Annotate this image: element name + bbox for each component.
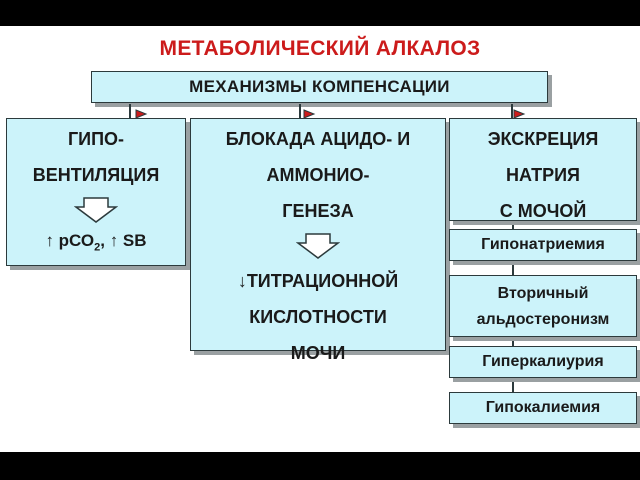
col2-line1: БЛОКАДА АЦИДО- И (225, 129, 411, 149)
col3-line3: С МОЧОЙ (499, 201, 587, 221)
arrow-marker-1 (135, 109, 148, 119)
col2-line2: АММОНИО- (266, 165, 370, 185)
r2-line1: Вторичный (497, 285, 589, 302)
col2-line6: МОЧИ (290, 343, 346, 363)
col2-line5: КИСЛОТНОСТИ (249, 307, 387, 327)
hypoventilation-box: ГИПО- ВЕНТИЛЯЦИЯ ↑ рСО2, ↑ SB (6, 118, 186, 266)
col3-line2: НАТРИЯ (506, 165, 580, 185)
secondary-aldosteronism-box: Вторичный альдостеронизм (449, 275, 637, 337)
col1-formula: ↑ рСО2, ↑ SB (45, 231, 147, 254)
arrow-marker-2 (303, 109, 316, 119)
sodium-excretion-box: ЭКСКРЕЦИЯ НАТРИЯ С МОЧОЙ (449, 118, 637, 221)
down-arrow-icon (7, 193, 185, 227)
down-arrow-icon (191, 229, 445, 263)
col3-line1: ЭКСКРЕЦИЯ (487, 129, 599, 149)
slide-title: МЕТАБОЛИЧЕСКИЙ АЛКАЛОЗ (159, 37, 481, 60)
col1-line2: ВЕНТИЛЯЦИЯ (32, 165, 160, 185)
header-box: МЕХАНИЗМЫ КОМПЕНСАЦИИ (91, 71, 548, 103)
col1-line1: ГИПО- (67, 129, 125, 149)
hypokalemia-box: Гипокалиемия (449, 392, 637, 424)
col2-line4: ↓ТИТРАЦИОННОЙ (237, 271, 399, 291)
r2-line2: альдостеронизм (476, 311, 610, 328)
acidogenesis-blockade-box: БЛОКАДА АЦИДО- И АММОНИО- ГЕНЕЗА ↓ТИТРАЦ… (190, 118, 446, 363)
col2-line3: ГЕНЕЗА (282, 201, 354, 221)
hyponatremia-box: Гипонатриемия (449, 229, 637, 261)
hyperkaliuria-box: Гиперкалиурия (449, 346, 637, 378)
arrow-marker-3 (513, 109, 526, 119)
